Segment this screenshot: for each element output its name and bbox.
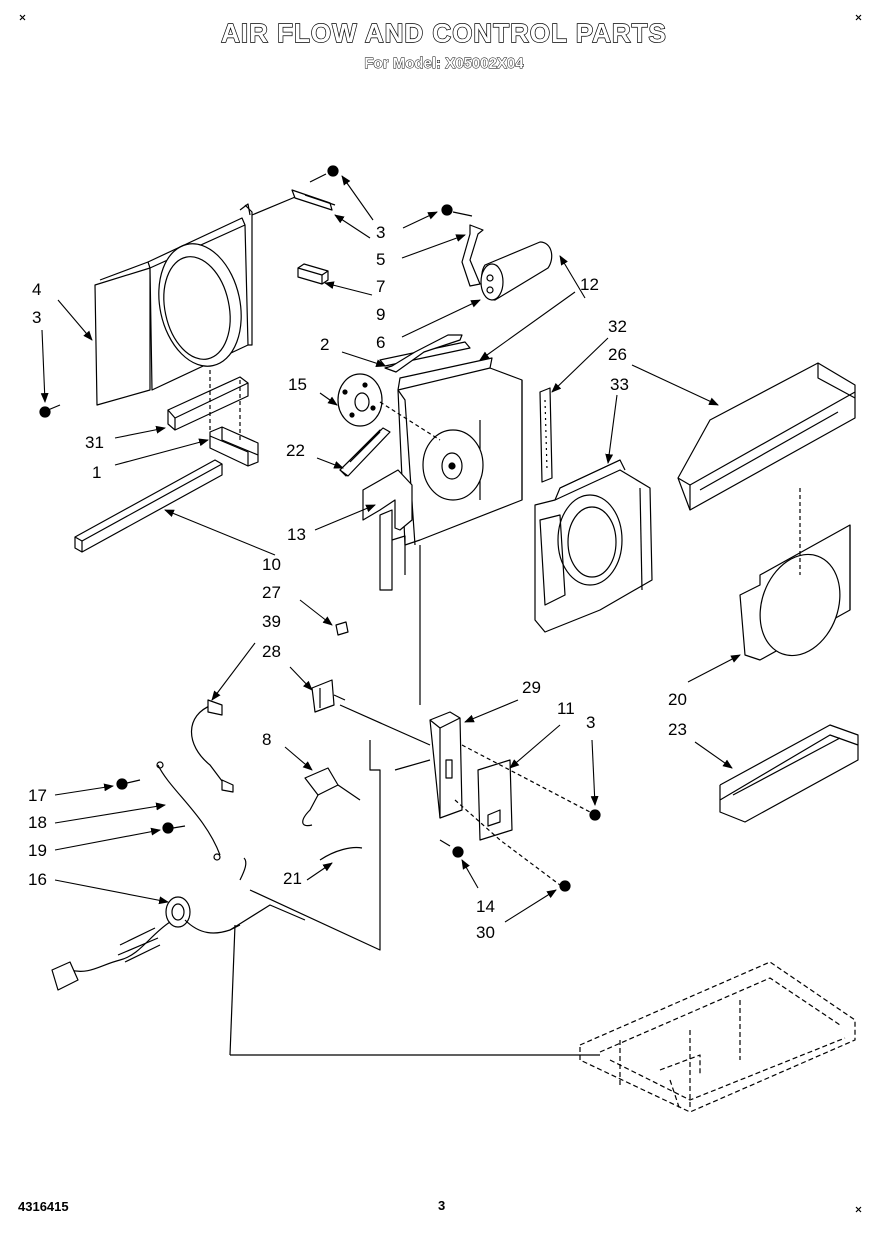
callout-3: 3: [32, 308, 41, 327]
callout-12: 12: [580, 275, 599, 294]
part-pan-23: [719, 724, 859, 823]
part-block-9: [297, 263, 329, 285]
callout-3: 3: [586, 713, 595, 732]
part-screw: [309, 165, 339, 183]
callout-39: 39: [262, 612, 281, 631]
part-screw-17: [116, 778, 128, 790]
part-capacitor-strap: [441, 204, 484, 287]
callout-19: 19: [28, 841, 47, 860]
callout-33: 33: [610, 375, 629, 394]
part-screw: [39, 404, 61, 418]
part-scroll-33: [534, 459, 653, 633]
part-harness-39: [190, 704, 226, 786]
part-thermostat-8: [302, 767, 361, 827]
callout-27: 27: [262, 583, 281, 602]
callout-23: 23: [668, 720, 687, 739]
part-capacitor: [480, 241, 553, 301]
callout-14: 14: [476, 897, 495, 916]
callout-20: 20: [668, 690, 687, 709]
callout-1: 1: [92, 463, 101, 482]
part-screw-14: [452, 846, 464, 858]
callout-22: 22: [286, 441, 305, 460]
part-insulator-2: [384, 334, 463, 373]
part-control-bracket-29: [429, 711, 463, 819]
callout-17: 17: [28, 786, 47, 805]
corner-mark: [855, 1206, 862, 1213]
callout-26: 26: [608, 345, 627, 364]
part-screw-19: [162, 822, 174, 834]
callout-4: 4: [32, 280, 41, 299]
callout-18: 18: [28, 813, 47, 832]
callout-6: 6: [376, 333, 385, 352]
part-duct-26: [677, 362, 856, 511]
corner-mark: [855, 14, 862, 21]
callout-3: 3: [376, 223, 385, 242]
callout-16: 16: [28, 870, 47, 889]
part-clip-27: [335, 621, 349, 636]
page-title: AIR FLOW AND CONTROL PARTS: [220, 17, 667, 48]
callout-13: 13: [287, 525, 306, 544]
part-orifice-20: [739, 524, 851, 661]
callout-8: 8: [262, 730, 271, 749]
callout-5: 5: [376, 250, 385, 269]
part-screw-30: [559, 880, 571, 892]
base-pan-reference: [579, 961, 856, 1113]
part-strip-12: [379, 341, 471, 367]
callout-32: 32: [608, 317, 627, 336]
page-number: 3: [438, 1198, 446, 1213]
callout-10: 10: [262, 555, 281, 574]
callout-29: 29: [522, 678, 541, 697]
callout-31: 31: [85, 433, 104, 452]
part-bracket-1: [209, 426, 259, 467]
part-seal-32: [539, 387, 553, 483]
model-subtitle: For Model: X05002X04: [364, 55, 524, 73]
part-bracket-5: [291, 189, 336, 211]
callout-11: 11: [557, 699, 575, 718]
corner-mark: [19, 14, 26, 21]
document-number: 4316415: [18, 1199, 69, 1214]
part-tube-21: [319, 846, 363, 861]
callout-9: 9: [376, 305, 385, 324]
callout-21: 21: [283, 869, 302, 888]
callout-7: 7: [376, 277, 385, 296]
part-panel-11: [477, 759, 513, 841]
part-bracket-31: [167, 376, 249, 431]
callout-28: 28: [262, 642, 281, 661]
part-switch-28: [311, 679, 346, 713]
part-power-cord-16: [51, 857, 306, 1056]
callout-15: 15: [288, 375, 307, 394]
part-rail-10: [74, 459, 223, 553]
part-fan-hub-15: [337, 373, 383, 427]
part-condenser-shroud: [94, 203, 253, 406]
part-ground-wire-18: [157, 764, 221, 856]
part-bar-22: [339, 427, 391, 477]
callout-30: 30: [476, 923, 495, 942]
callout-2: 2: [320, 335, 329, 354]
part-screw-3: [589, 809, 601, 821]
